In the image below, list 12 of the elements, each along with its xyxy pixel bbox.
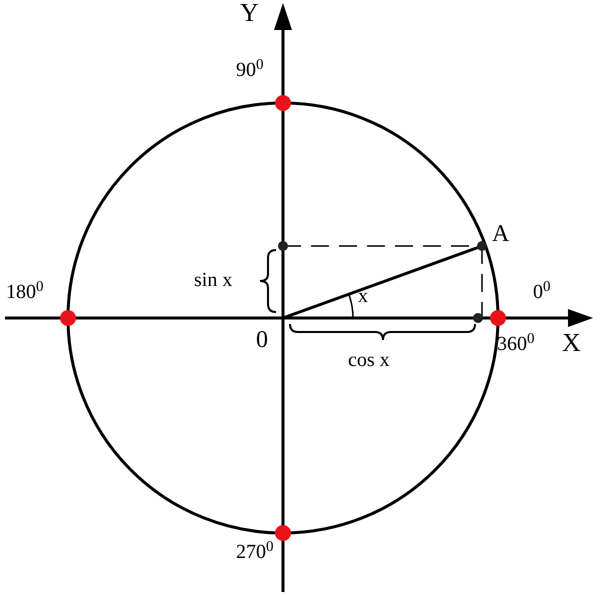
origin-label: 0 bbox=[256, 328, 268, 352]
axis-label: Y bbox=[240, 0, 259, 26]
angle-label: 90$^{0}$ bbox=[236, 60, 264, 80]
brace-label: cos x bbox=[348, 350, 390, 370]
axis-label: X bbox=[562, 330, 581, 356]
angle-label: x bbox=[358, 286, 368, 306]
angle-label: 0$^{0}$ bbox=[533, 282, 550, 302]
point-label: A bbox=[492, 222, 510, 246]
brace-label: sin x bbox=[194, 270, 232, 290]
angle-label: 270$^{0}$ bbox=[236, 542, 274, 562]
angle-label: 180$^{0}$ bbox=[6, 282, 44, 302]
angle-label: 360$^{0}$ bbox=[497, 334, 534, 354]
